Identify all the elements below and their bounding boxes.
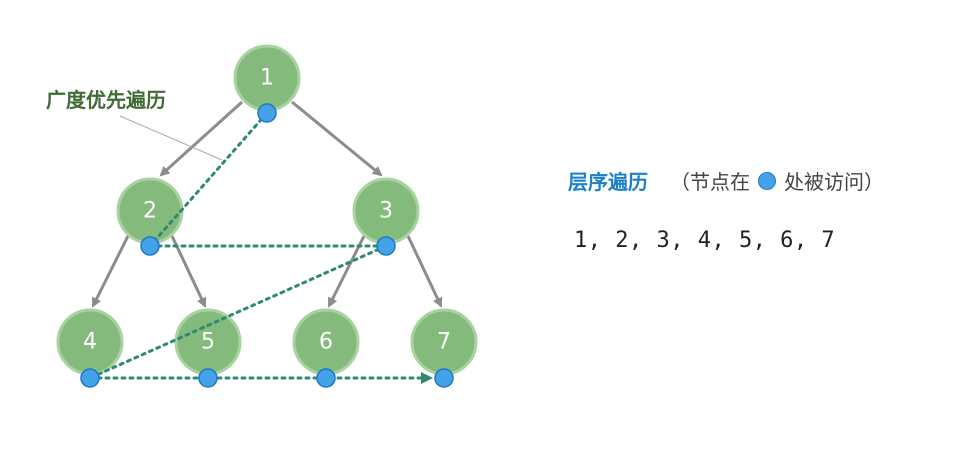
tree-node-7: 7 <box>410 308 478 376</box>
visit-dot-3 <box>376 236 396 256</box>
bfs-callout-line <box>119 115 223 161</box>
traversal-sequence: 1, 2, 3, 4, 5, 6, 7 <box>574 228 836 253</box>
node-label: 6 <box>319 330 333 355</box>
edge-1-3 <box>291 100 383 177</box>
node-label: 5 <box>201 330 215 355</box>
legend-note-suffix: 处被访问） <box>784 170 884 194</box>
node-label: 2 <box>143 199 157 224</box>
edge-2-5 <box>170 235 207 308</box>
node-label: 3 <box>379 199 393 224</box>
bfs-traversal-path <box>88 111 433 384</box>
legend-note-prefix: （节点在 <box>670 170 750 194</box>
visit-dot-4 <box>80 368 100 388</box>
visit-dot-5 <box>198 368 218 388</box>
tree-node-2: 2 <box>116 177 184 245</box>
bfs-label: 广度优先遍历 <box>46 88 166 112</box>
visit-dot-7 <box>434 368 454 388</box>
tree-node-4: 4 <box>56 308 124 376</box>
tree-edges <box>91 100 443 308</box>
visit-dot-6 <box>316 368 336 388</box>
edge-1-2 <box>159 100 244 177</box>
edge-3-6 <box>327 235 366 308</box>
legend-note: （节点在 处被访问） <box>670 166 884 195</box>
tree-node-5: 5 <box>174 308 242 376</box>
tree-node-6: 6 <box>292 308 360 376</box>
visit-dot-2 <box>140 236 160 256</box>
visit-dots <box>80 103 454 388</box>
tree-node-1: 1 <box>233 44 301 112</box>
edge-2-4 <box>91 235 130 308</box>
node-label: 7 <box>437 330 451 355</box>
legend: 层序遍历 （节点在 处被访问） <box>568 166 884 195</box>
path-1-2 <box>148 111 269 248</box>
path-3-4 <box>88 244 388 380</box>
node-label: 1 <box>260 66 274 91</box>
visit-dot-1 <box>257 103 277 123</box>
edge-3-7 <box>406 235 443 308</box>
node-label: 4 <box>83 330 97 355</box>
tree-node-3: 3 <box>352 177 420 245</box>
visit-dot-icon <box>758 171 776 190</box>
legend-title: 层序遍历 <box>568 170 648 194</box>
